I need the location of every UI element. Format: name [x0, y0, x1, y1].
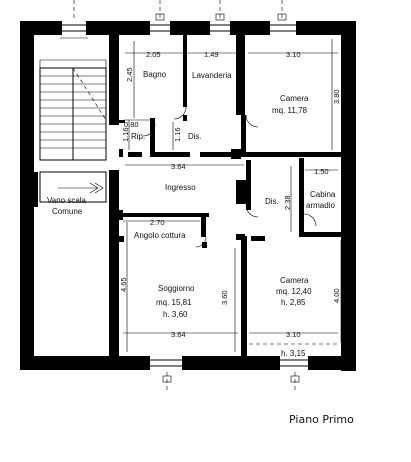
staircase [39, 59, 107, 203]
label-dis2: Dis. [265, 197, 279, 206]
dim-cab-w: 1.50 [314, 167, 329, 176]
label-soggiorno-area: mq. 15,81 [156, 298, 192, 307]
label-camera1: Camera [280, 94, 309, 103]
dim-dis-h: 1.16 [173, 127, 182, 142]
dim-lav-w: 1.49 [204, 50, 219, 59]
label-soggiorno-h: h. 3,60 [163, 310, 188, 319]
label-soggiorno: Soggiorno [158, 284, 195, 293]
dim-cam2-w: 3.10 [286, 330, 301, 339]
label-camera2: Camera [280, 276, 309, 285]
label-lavanderia: Lavanderia [192, 71, 232, 80]
dim-rip-w: 0.80 [124, 120, 139, 129]
plan-title: Piano Primo [289, 413, 354, 426]
dim-cam1-w: 3.10 [286, 50, 301, 59]
dim-sogg-w: 3.64 [171, 330, 186, 339]
label-rip: Rip. [131, 132, 145, 141]
dimension-labels: 2.05 1.49 3.10 2.45 3.80 0.80 1.16 1.16 … [119, 50, 341, 339]
label-ingresso: Ingresso [165, 183, 196, 192]
dim-ingresso-w: 3.64 [171, 162, 186, 171]
walls [20, 21, 356, 371]
label-camera2-h: h. 2,85 [281, 298, 306, 307]
dim-dis2-h: 2.38 [283, 195, 292, 210]
room-labels: Bagno Lavanderia Camera mq. 11,78 Rip. D… [47, 70, 336, 358]
label-cabina: Cabina [310, 190, 336, 199]
label-armadio: armadio [306, 201, 335, 210]
label-camera2-h2: h. 3,15 [281, 349, 306, 358]
dim-cam2-h: 4.00 [332, 288, 341, 303]
dim-sogg-h-right: 3.60 [220, 290, 229, 305]
dim-sogg-h-left: 4.65 [119, 277, 128, 292]
dim-rip-h: 1.16 [121, 127, 130, 142]
doors [142, 106, 317, 248]
label-comune: Comune [52, 207, 83, 216]
label-dis1: Dis. [188, 132, 202, 141]
dim-cam1-h: 3.80 [332, 89, 341, 104]
dim-bagno-h: 2.45 [125, 67, 134, 82]
dim-angolo-w: 2.70 [150, 218, 165, 227]
label-camera1-area: mq. 11,78 [272, 106, 308, 115]
dimension-lines [123, 39, 342, 392]
label-camera2-area: mq. 12,40 [276, 287, 312, 296]
label-bagno: Bagno [143, 70, 167, 79]
label-angolo-cottura: Angolo cottura [134, 231, 186, 240]
dim-bagno-w: 2.05 [146, 50, 161, 59]
label-vano-scala: Vano scala [47, 196, 87, 205]
